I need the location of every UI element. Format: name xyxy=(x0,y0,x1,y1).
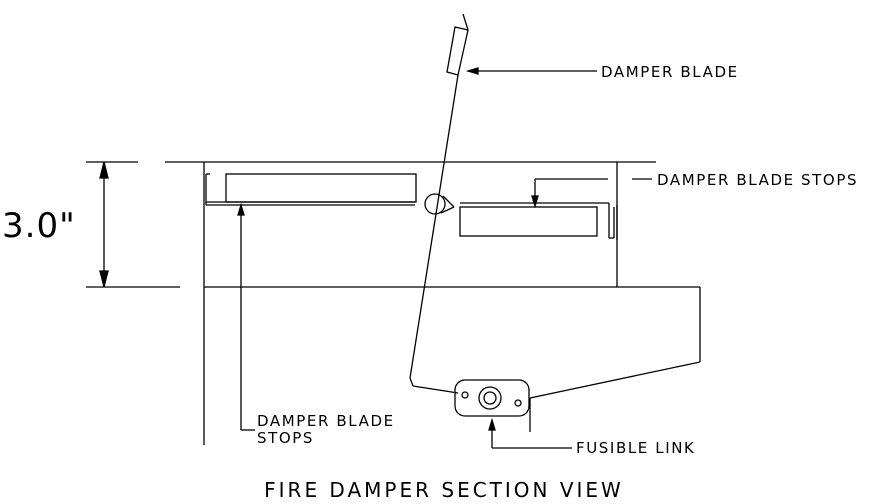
damper-blade-stops-left-label-line1: DAMPER BLADE xyxy=(257,412,395,430)
blade-bottom-tip xyxy=(409,377,414,387)
link-chain-left xyxy=(412,385,459,394)
housing-bottom-slope xyxy=(529,361,701,399)
damper-blade-stops-left-label-line2: STOPS xyxy=(257,429,314,447)
blade-upper-segment xyxy=(446,26,469,76)
left-stops-arrowhead xyxy=(237,202,245,216)
fusible-link-hole-right xyxy=(514,399,522,407)
fusible-link-label: FUSIBLE LINK xyxy=(576,439,695,457)
fusible-link-hole-left xyxy=(461,391,469,399)
right-stops-arrowhead xyxy=(531,195,539,209)
fusible-link-center-outer xyxy=(478,386,502,410)
damper-blade-arrowhead xyxy=(465,67,479,75)
pivot-tab xyxy=(442,195,455,208)
drawing-title: FIRE DAMPER SECTION VIEW xyxy=(264,478,624,502)
left-blade-stop xyxy=(225,173,417,203)
damper-blade-label: DAMPER BLADE xyxy=(601,63,739,81)
dim-arrow-top xyxy=(99,161,109,179)
damper-blade-main xyxy=(409,74,459,379)
right-blade-stop xyxy=(459,206,598,237)
damper-blade-stops-right-label: DAMPER BLADE STOPS xyxy=(657,171,858,189)
pivot-tab-2 xyxy=(440,206,455,214)
blade-top-tip xyxy=(462,13,469,31)
fusible-link-body xyxy=(454,379,530,417)
fusible-link-arrowhead xyxy=(488,417,496,431)
fusible-link-center-inner xyxy=(483,391,497,405)
dimension-value: 3.0" xyxy=(2,206,76,246)
blade-pivot xyxy=(424,193,446,215)
dim-arrow-bottom xyxy=(99,270,109,288)
